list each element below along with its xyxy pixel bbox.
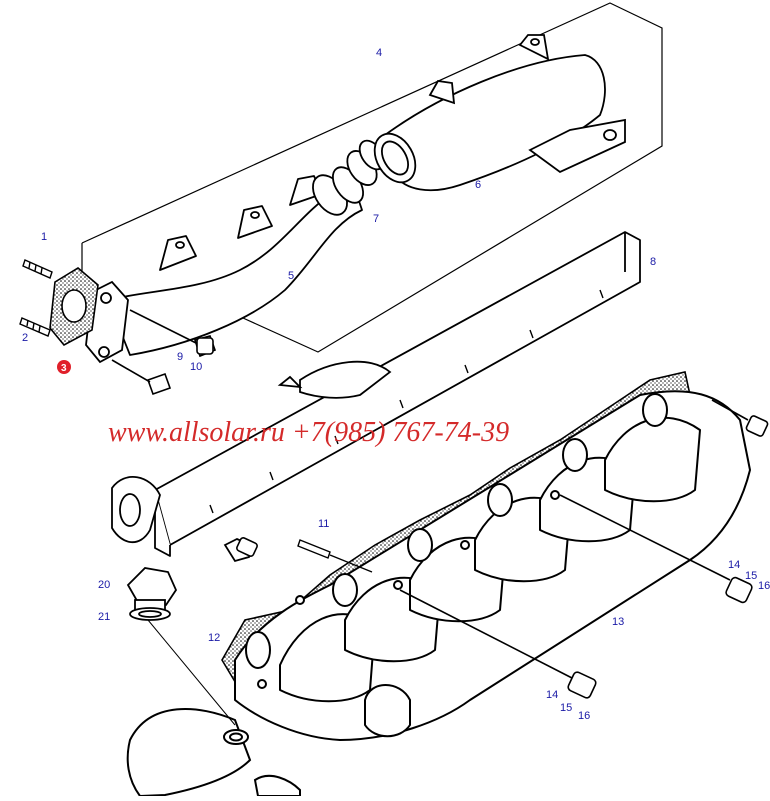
exhaust-pipe-part-5: [107, 175, 363, 356]
watermark-text: www.allsolar.ru +7(985) 767-74-39: [108, 417, 509, 448]
stud-part-2: [19, 317, 51, 337]
callout-16-lower: 16: [578, 710, 590, 722]
callout-1: 1: [41, 231, 47, 243]
rear-pipe-part-6: [373, 34, 626, 192]
callout-7: 7: [373, 213, 379, 225]
callout-20: 20: [98, 579, 110, 591]
callout-11: 11: [318, 518, 329, 530]
callout-15-lower: 15: [560, 702, 572, 714]
gasket-part-3: [49, 267, 99, 347]
callout-15-upper: 15: [745, 570, 757, 582]
heat-shield-part-8: [154, 231, 641, 557]
nut-part-14-upper: [559, 399, 769, 604]
washer-part-21: [129, 607, 171, 621]
callout-3: 3: [61, 363, 67, 374]
callout-10: 10: [190, 361, 202, 373]
callout-12: 12: [208, 632, 220, 644]
nut-part-9-10: [111, 309, 217, 396]
callout-labels: 1 2 3 4 5 6 7 8 9 10 11 12 13 14 15 16 1…: [22, 47, 770, 722]
callout-6: 6: [475, 179, 481, 191]
callout-21: 21: [98, 611, 110, 623]
callout-8: 8: [650, 256, 656, 268]
nut-under-shield: [236, 537, 258, 557]
nut-part-14-lower: [399, 589, 597, 699]
plug-leader-line: [147, 619, 236, 726]
lower-pipe-flanges: [111, 360, 392, 563]
callout-2: 2: [22, 332, 28, 344]
callout-3-highlight: [57, 360, 71, 374]
callout-14-lower: 14: [546, 689, 558, 701]
stud-part-1: [22, 259, 53, 279]
callout-5: 5: [288, 270, 294, 282]
plug-part-20: [126, 567, 178, 611]
stud-part-11: [297, 539, 373, 573]
callout-9: 9: [177, 351, 183, 363]
lower-bend-pipe: [126, 707, 301, 798]
callout-4: 4: [376, 47, 382, 59]
callout-13: 13: [612, 616, 624, 628]
callout-14-upper: 14: [728, 559, 740, 571]
callout-16-upper: 16: [758, 580, 770, 592]
